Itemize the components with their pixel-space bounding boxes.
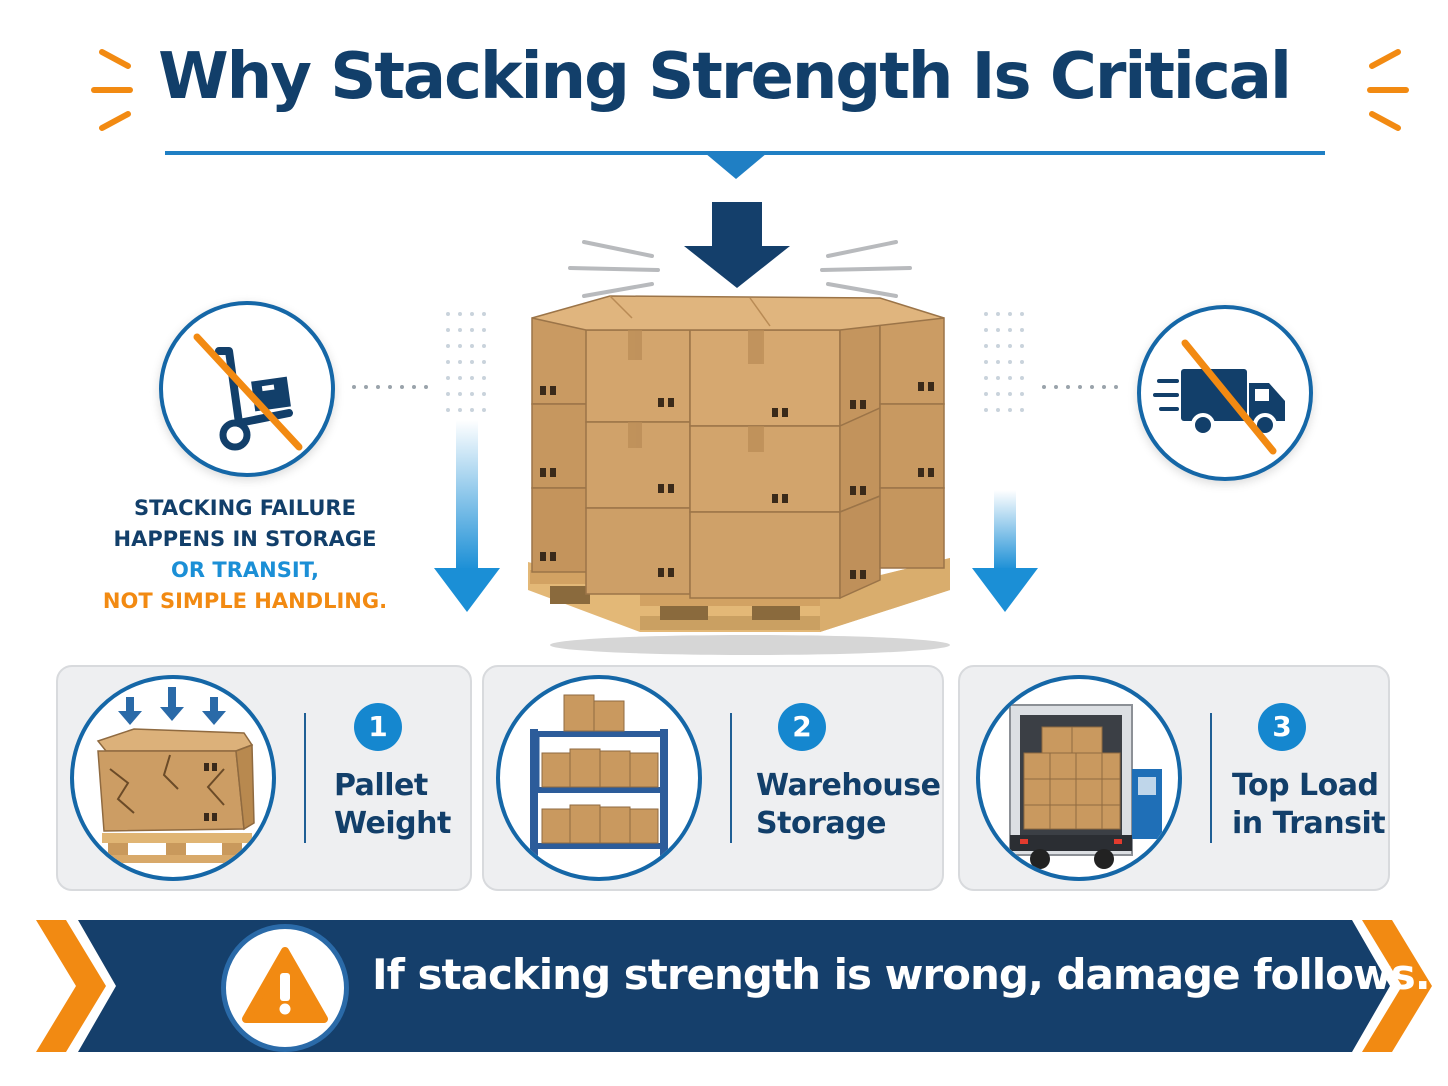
warehouse-rack-icon [530, 694, 668, 865]
card-3-label-line-1: Top Load [1232, 768, 1379, 803]
card-2-number: 2 [778, 703, 826, 751]
card-2-label-line-1: Warehouse [756, 768, 941, 803]
no-delivery-truck-circle [1137, 305, 1313, 481]
card-warehouse-storage: 2 Warehouse Storage [482, 665, 944, 891]
title-pointer-icon [705, 153, 767, 179]
card-2-label: Warehouse Storage [756, 767, 941, 843]
card-1-label-line-2: Weight [334, 806, 451, 841]
card-1-number: 1 [354, 703, 402, 751]
card-3-divider [1210, 713, 1212, 843]
card-2-divider [730, 713, 732, 843]
card-1-image [70, 675, 276, 881]
warning-circle [221, 924, 349, 1052]
no-delivery-truck-icon [1153, 339, 1285, 455]
page-title: Why Stacking Strength Is Critical [158, 40, 1292, 114]
card-3-label-line-2: in Transit [1232, 806, 1386, 841]
no-hand-truck-icon [193, 333, 303, 451]
loaded-truck-icon [1009, 704, 1162, 869]
no-hand-truck-circle [159, 301, 335, 477]
card-2-label-line-2: Storage [756, 806, 886, 841]
burst-left-icon [91, 49, 133, 131]
failure-line-4: NOT SIMPLE HANDLING. [102, 589, 388, 613]
pallet-boxes-illustration [528, 295, 950, 655]
warning-icon [242, 947, 328, 1023]
card-3-image [976, 675, 1182, 881]
card-3-number: 3 [1258, 703, 1306, 751]
card-1-label: Pallet Weight [334, 767, 451, 843]
left-guide-arrow-icon [434, 312, 500, 612]
pressure-arrow-icon [568, 202, 912, 298]
burst-right-icon [1367, 49, 1409, 131]
banner-message: If stacking strength is wrong, damage fo… [372, 950, 1431, 999]
stacking-failure-note: STACKING FAILURE HAPPENS IN STORAGE OR T… [80, 493, 410, 617]
failure-line-3: OR TRANSIT, [171, 558, 319, 582]
right-guide-arrow-icon [972, 312, 1038, 612]
card-3-label: Top Load in Transit [1232, 767, 1386, 843]
left-dotted-connector [352, 385, 428, 389]
failure-line-2: HAPPENS IN STORAGE [113, 527, 377, 551]
bottom-banner [36, 920, 1432, 1052]
card-1-divider [304, 713, 306, 843]
crushed-box-icon [96, 687, 255, 863]
card-1-label-line-1: Pallet [334, 768, 428, 803]
right-dotted-connector [1042, 385, 1118, 389]
failure-line-1: STACKING FAILURE [134, 496, 356, 520]
card-pallet-weight: 1 Pallet Weight [56, 665, 472, 891]
card-top-load-transit: 3 Top Load in Transit [958, 665, 1390, 891]
card-2-image [496, 675, 702, 881]
